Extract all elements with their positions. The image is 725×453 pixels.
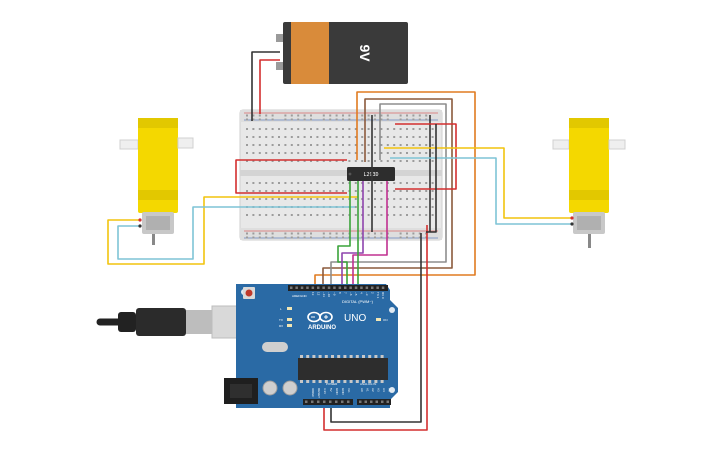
- driver-chip-label: L293D: [363, 172, 378, 178]
- power-pin-label: 3.3V: [323, 388, 327, 394]
- pin-label-aref: AREF: [292, 294, 300, 298]
- digital-pin-label: 4: [360, 292, 364, 294]
- breadboard-holes: [246, 114, 434, 239]
- digital-pin-label: RX 0: [381, 292, 385, 299]
- led-on-label: ON: [383, 318, 388, 322]
- wire-yellow-left-motor[interactable]: [107, 196, 358, 265]
- power-pin-label: RESET: [317, 388, 321, 398]
- analog-header-label: ANALOG IN: [360, 382, 376, 386]
- analog-pin-label: A3: [377, 388, 381, 392]
- digital-pin-label: ~6: [349, 292, 353, 296]
- wire-magenta-control[interactable]: [352, 181, 388, 292]
- usb-cable[interactable]: [96, 305, 259, 339]
- wire-black-power[interactable]: [330, 233, 422, 423]
- led-tx-indicator: [287, 318, 292, 321]
- led-rx-indicator: [287, 324, 292, 327]
- bottom-header-pins: [305, 400, 389, 403]
- digital-header-label: DIGITAL (PWM~): [342, 299, 374, 304]
- arduino-brand: ARDUINO: [308, 325, 336, 331]
- wires: [107, 51, 572, 431]
- digital-pin-label: TX 1: [376, 292, 380, 299]
- motor-right[interactable]: [552, 118, 626, 248]
- driver-chip[interactable]: L293D: [347, 167, 395, 181]
- analog-pin-label: A5: [388, 388, 392, 392]
- digital-pin-label: 8: [338, 292, 342, 294]
- power-pin-label: GND: [341, 388, 345, 396]
- power-header-label: POWER: [326, 382, 338, 386]
- capacitor-1: [262, 380, 278, 396]
- analog-pin-label: A0: [360, 388, 364, 392]
- wire-battery-positive[interactable]: [259, 59, 280, 114]
- wire-red-left-loop[interactable]: [235, 159, 347, 194]
- breadboard[interactable]: [239, 109, 443, 241]
- power-pin-label: GND: [335, 388, 339, 396]
- wire-yellow-right-motor[interactable]: [384, 147, 572, 219]
- led-l-label: L: [280, 307, 282, 311]
- battery-label: 9V: [357, 44, 373, 62]
- digital-header-pins: [290, 286, 385, 289]
- digital-pin-label: 12: [316, 292, 320, 296]
- atmega-chip-pins: [300, 355, 384, 383]
- analog-pin-label: A4: [382, 388, 386, 392]
- analog-pin-label: A2: [371, 388, 375, 392]
- digital-pin-label: ~10: [327, 292, 331, 297]
- capacitor-2: [282, 380, 298, 396]
- power-pin-label: Vin: [347, 388, 351, 393]
- digital-pin-label: 7: [343, 292, 347, 294]
- motor-left[interactable]: [119, 118, 194, 245]
- wire-cyan-left-motor[interactable]: [117, 206, 355, 260]
- crystal: [262, 342, 288, 352]
- digital-pin-label: 2: [370, 292, 374, 294]
- arduino-model: UNO: [344, 313, 366, 324]
- analog-pin-label: A1: [366, 388, 370, 392]
- wire-cyan-right-motor[interactable]: [390, 157, 572, 225]
- wire-orange-loop[interactable]: [314, 91, 476, 292]
- wire-red-right-loop[interactable]: [395, 123, 457, 190]
- wire-purple-control[interactable]: [341, 181, 364, 292]
- wire-black-motor-return[interactable]: [426, 124, 437, 233]
- atmega-chip: [298, 358, 388, 380]
- wire-brown-loop[interactable]: [322, 98, 453, 292]
- digital-pin-label: ~3: [365, 292, 369, 296]
- arduino-logo-icon: [307, 311, 333, 323]
- digital-pin-label: ~9: [333, 292, 337, 296]
- led-tx-label: TX: [279, 318, 283, 322]
- digital-pin-label: ~5: [354, 292, 358, 296]
- power-pin-label: 5V: [329, 388, 333, 392]
- pin-label-gnd: GND: [300, 294, 308, 298]
- wire-red-power[interactable]: [323, 225, 428, 431]
- reset-button-cap[interactable]: [245, 289, 253, 297]
- wire-green-control[interactable]: [337, 181, 351, 292]
- led-on-indicator: [376, 318, 381, 321]
- battery-9v[interactable]: 9V: [276, 22, 408, 84]
- wire-battery-negative[interactable]: [251, 51, 280, 121]
- digital-pin-label: ~11: [322, 292, 326, 297]
- power-pin-label: IOREF: [311, 388, 315, 397]
- wire-gray-loop[interactable]: [330, 103, 447, 292]
- led-l-indicator: [287, 307, 292, 310]
- digital-pin-label: 13: [311, 292, 315, 296]
- led-rx-label: RX: [279, 324, 283, 328]
